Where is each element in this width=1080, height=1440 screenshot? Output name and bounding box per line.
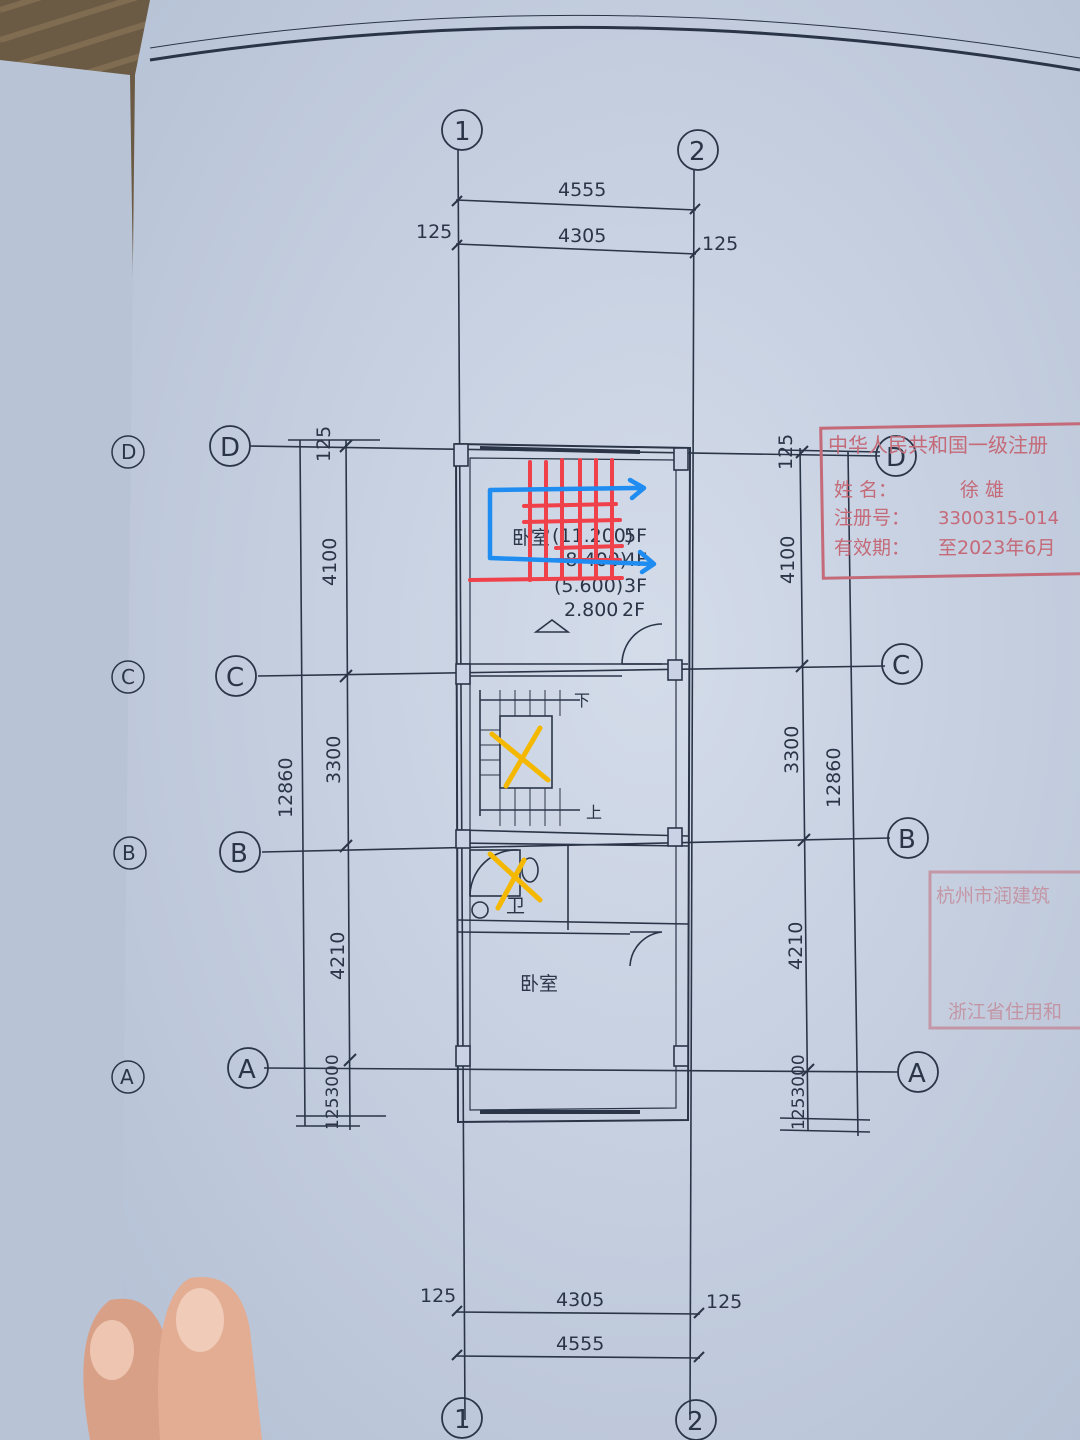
floor-2: 2F [622,599,645,621]
bottom-dim-total-line [455,1355,701,1359]
dim-top-total: 4555 [558,179,606,201]
axis-right-c: C [892,651,910,681]
dim-bottom-right-offset: 125 [706,1291,742,1313]
door-upper [621,623,663,665]
dim-right-ba: 4210 [785,922,807,970]
grid-line-a [263,1067,899,1073]
company-stamp-line1: 杭州市润建筑 [936,885,1050,907]
building-outline [454,442,692,1124]
top-dim-inner-line [455,243,697,255]
dim-right-top: 125 [775,434,797,470]
dim-bottom-inner: 4305 [556,1289,604,1311]
axis-top-1: 1 [454,117,471,147]
back-axis-d: D [121,440,136,464]
main-sheet [120,0,1080,1440]
sheet-border-line [149,25,1080,72]
axis-right-a: A [908,1059,926,1089]
stamp-name-label: 姓 名： [834,479,897,501]
staircase [479,690,580,826]
dim-left-top: 125 [313,426,335,462]
right-dim-total-line [847,451,859,1137]
stamp-name-value: 徐 雄 [960,479,1004,501]
back-sheet [0,60,150,1440]
axis-top-2: 2 [689,137,706,167]
stair-up-label: 上 [586,803,602,822]
level-marker [533,619,571,633]
dim-left-dc: 4100 [319,538,341,586]
axis-right-b: B [898,825,916,855]
level-5: (11.200) [552,525,633,547]
bathroom-label: 卫 [506,895,525,917]
grid-line-c [257,665,886,677]
right-dim-line [799,447,809,1131]
door-lower [629,931,663,967]
dim-left-bottom: 1253000 [323,1054,343,1130]
company-stamp-line2: 浙江省住用和 [948,1001,1062,1023]
dim-right-cb: 3300 [781,726,803,774]
back-axis-c: C [121,665,135,689]
bottom-dim-inner-line [455,1311,701,1315]
dim-top-right-offset: 125 [702,233,738,255]
lower-room-label: 卧室 [520,973,558,995]
back-sheet-axis-labels: D C B A [111,435,147,1094]
floor-5: 5F [624,525,647,547]
dim-top-left-offset: 125 [416,221,452,243]
dim-right-dc: 4100 [777,536,799,584]
left-dim-total-line [299,439,306,1127]
dim-bottom-left-offset: 125 [420,1285,456,1307]
company-stamp: 杭州市润建筑 浙江省住用和 [928,870,1080,1030]
stamp-valid-label: 有效期： [834,537,910,559]
bathroom-fixtures [469,849,539,919]
dim-right-bottom: 1253000 [789,1054,809,1130]
axis-left-b: B [230,839,248,869]
axis-left-c: C [226,663,244,693]
dim-bottom-total: 4555 [556,1333,604,1355]
axis-bottom-1: 1 [454,1405,471,1435]
dim-left-total: 12860 [275,758,297,818]
stamp-title: 中华人民共和国一级注册 [828,433,1048,457]
grid-line-1 [457,149,466,1421]
floor-3: 3F [624,575,647,597]
stamp-reg-value: 3300315-014 [938,508,1059,529]
top-dim-total-line [455,199,697,211]
axis-left-d: D [220,433,240,463]
dim-top-inner: 4305 [558,225,606,247]
back-axis-a: A [120,1065,134,1089]
blue-marker-annotation [487,477,657,575]
stamp-reg-label: 注册号： [834,507,910,529]
dim-left-cb: 3300 [323,736,345,784]
axis-right-d: D [886,443,906,473]
axis-left-a: A [238,1055,256,1085]
grid-line-2 [689,169,695,1421]
level-2: 2.800 [564,599,618,621]
stair-down-label: 下 [574,691,590,710]
axis-bottom-2: 2 [687,1407,704,1437]
stamp-valid-value: 至2023年6月 [938,537,1055,559]
columns [453,443,689,1067]
back-axis-b: B [122,841,136,865]
dim-right-total: 12860 [823,748,845,808]
registration-stamp: 中华人民共和国一级注册 姓 名： 徐 雄 注册号： 3300315-014 有效… [819,422,1080,580]
dim-left-ba: 4210 [327,932,349,980]
fingers [83,1277,262,1440]
yellow-x-marks [487,725,551,911]
left-dim-line [345,439,351,1131]
